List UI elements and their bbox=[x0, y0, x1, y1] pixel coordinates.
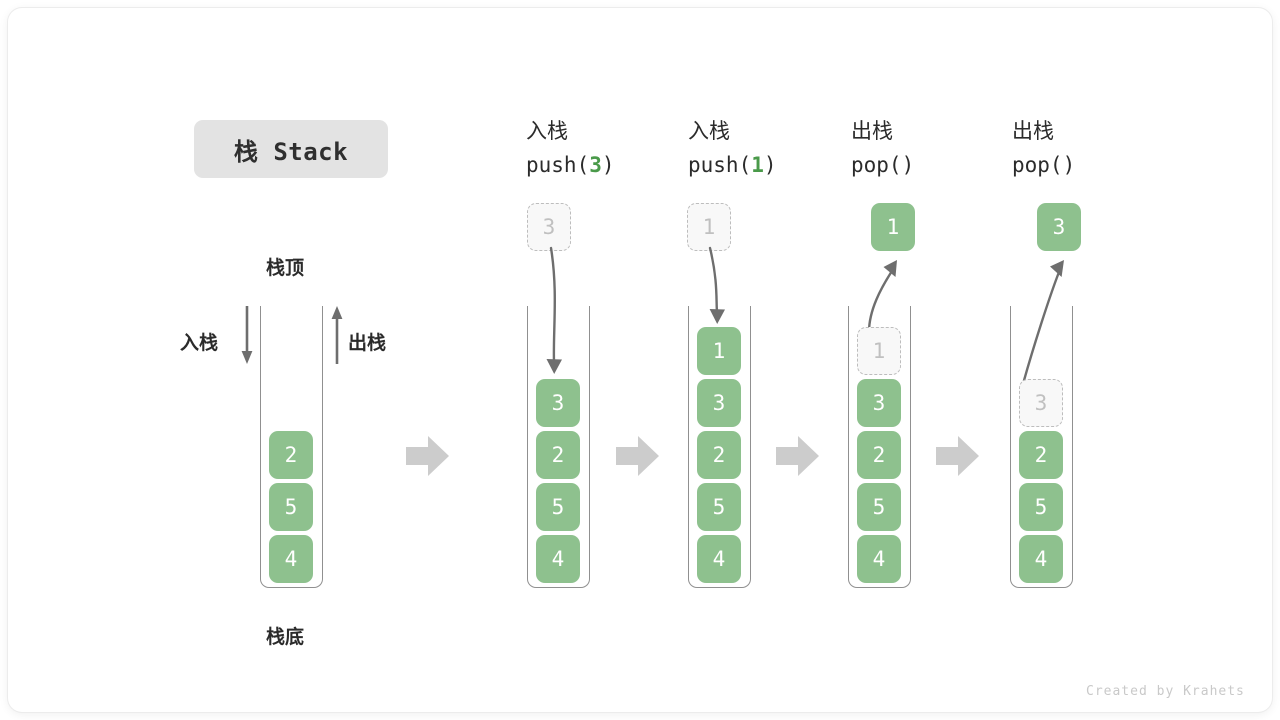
stack-tube-push-3 bbox=[527, 306, 590, 588]
code-suffix: ) bbox=[1062, 153, 1076, 177]
removed-ghost-box: 3 bbox=[1019, 379, 1063, 427]
push-direction-label: 入栈 bbox=[180, 332, 219, 354]
stack-box: 5 bbox=[269, 483, 313, 531]
column-heading-pop-3: 出栈 pop() bbox=[1012, 114, 1075, 182]
stack-box: 2 bbox=[1019, 431, 1063, 479]
stack-box: 2 bbox=[857, 431, 901, 479]
code-prefix: pop( bbox=[851, 153, 902, 177]
stack-box: 4 bbox=[269, 535, 313, 583]
removed-ghost-box: 1 bbox=[857, 327, 901, 375]
stack-box: 5 bbox=[1019, 483, 1063, 531]
tube-bottom bbox=[1010, 570, 1073, 588]
stack-box: 5 bbox=[857, 483, 901, 531]
stack-box: 1 bbox=[697, 327, 741, 375]
code-value: 3 bbox=[589, 153, 602, 177]
tube-left-wall bbox=[688, 306, 689, 578]
credit-text: Created by Krahets bbox=[1086, 684, 1245, 699]
stack-tube-pop-3 bbox=[1010, 306, 1073, 588]
transition-arrow-icon bbox=[776, 436, 819, 476]
tube-right-wall bbox=[1072, 306, 1073, 578]
stack-box: 5 bbox=[697, 483, 741, 531]
tube-left-wall bbox=[260, 306, 261, 578]
column-heading-code: pop() bbox=[851, 148, 914, 182]
tube-right-wall bbox=[750, 306, 751, 578]
code-prefix: push( bbox=[526, 153, 590, 177]
pop-out-of-stack-arrow-icon bbox=[867, 260, 897, 334]
column-heading-cn: 出栈 bbox=[851, 119, 893, 143]
column-heading-code: pop() bbox=[1012, 148, 1075, 182]
code-prefix: pop( bbox=[1012, 153, 1063, 177]
figure-title-badge: 栈 Stack bbox=[194, 120, 388, 178]
stack-box: 3 bbox=[857, 379, 901, 427]
column-heading-code: push(3) bbox=[526, 148, 615, 182]
popped-element-box: 3 bbox=[1037, 203, 1081, 251]
transition-arrow-icon bbox=[616, 436, 659, 476]
tube-right-wall bbox=[910, 306, 911, 578]
tube-right-wall bbox=[589, 306, 590, 578]
column-heading-push-3: 入栈 push(3) bbox=[526, 114, 615, 182]
tube-left-wall bbox=[848, 306, 849, 578]
stack-tube-initial bbox=[260, 306, 323, 588]
push-into-stack-arrow-icon bbox=[708, 246, 725, 324]
transition-arrow-icon bbox=[406, 436, 449, 476]
column-heading-cn: 入栈 bbox=[688, 119, 730, 143]
figure-card: 栈 Stack 栈顶 栈底 入栈 出栈 2 5 4 入栈 push(3) 3 bbox=[8, 8, 1272, 712]
popped-element-box: 1 bbox=[871, 203, 915, 251]
tube-bottom bbox=[260, 570, 323, 588]
stack-tube-push-1 bbox=[688, 306, 751, 588]
tube-bottom bbox=[527, 570, 590, 588]
figure-title-text: 栈 Stack bbox=[233, 137, 349, 166]
stack-bottom-label: 栈底 bbox=[266, 626, 305, 648]
stack-box: 5 bbox=[536, 483, 580, 531]
floating-ghost-box: 1 bbox=[687, 203, 731, 251]
stack-tube-pop-1 bbox=[848, 306, 911, 588]
push-direction-arrow-icon bbox=[241, 306, 253, 364]
code-suffix: ) bbox=[901, 153, 915, 177]
tube-left-wall bbox=[1010, 306, 1011, 578]
stack-box: 2 bbox=[697, 431, 741, 479]
code-prefix: push( bbox=[688, 153, 752, 177]
push-into-stack-arrow-icon bbox=[546, 246, 562, 374]
stack-box: 4 bbox=[857, 535, 901, 583]
tube-left-wall bbox=[527, 306, 528, 578]
pop-out-of-stack-arrow-icon bbox=[1021, 260, 1064, 386]
stack-box: 4 bbox=[697, 535, 741, 583]
column-heading-cn: 出栈 bbox=[1012, 119, 1054, 143]
column-heading-pop-1: 出栈 pop() bbox=[851, 114, 914, 182]
transition-arrow-icon bbox=[936, 436, 979, 476]
stack-box: 2 bbox=[269, 431, 313, 479]
stack-box: 4 bbox=[536, 535, 580, 583]
stack-top-label: 栈顶 bbox=[266, 257, 305, 279]
code-suffix: ) bbox=[601, 153, 615, 177]
stack-box: 3 bbox=[536, 379, 580, 427]
column-heading-push-1: 入栈 push(1) bbox=[688, 114, 777, 182]
code-value: 1 bbox=[751, 153, 764, 177]
stack-box: 3 bbox=[697, 379, 741, 427]
pop-direction-label: 出栈 bbox=[348, 332, 387, 354]
floating-ghost-box: 3 bbox=[527, 203, 571, 251]
tube-bottom bbox=[848, 570, 911, 588]
tube-right-wall bbox=[322, 306, 323, 578]
column-heading-code: push(1) bbox=[688, 148, 777, 182]
code-suffix: ) bbox=[763, 153, 777, 177]
stack-box: 2 bbox=[536, 431, 580, 479]
tube-bottom bbox=[688, 570, 751, 588]
pop-direction-arrow-icon bbox=[331, 306, 343, 364]
column-heading-cn: 入栈 bbox=[526, 119, 568, 143]
stack-box: 4 bbox=[1019, 535, 1063, 583]
